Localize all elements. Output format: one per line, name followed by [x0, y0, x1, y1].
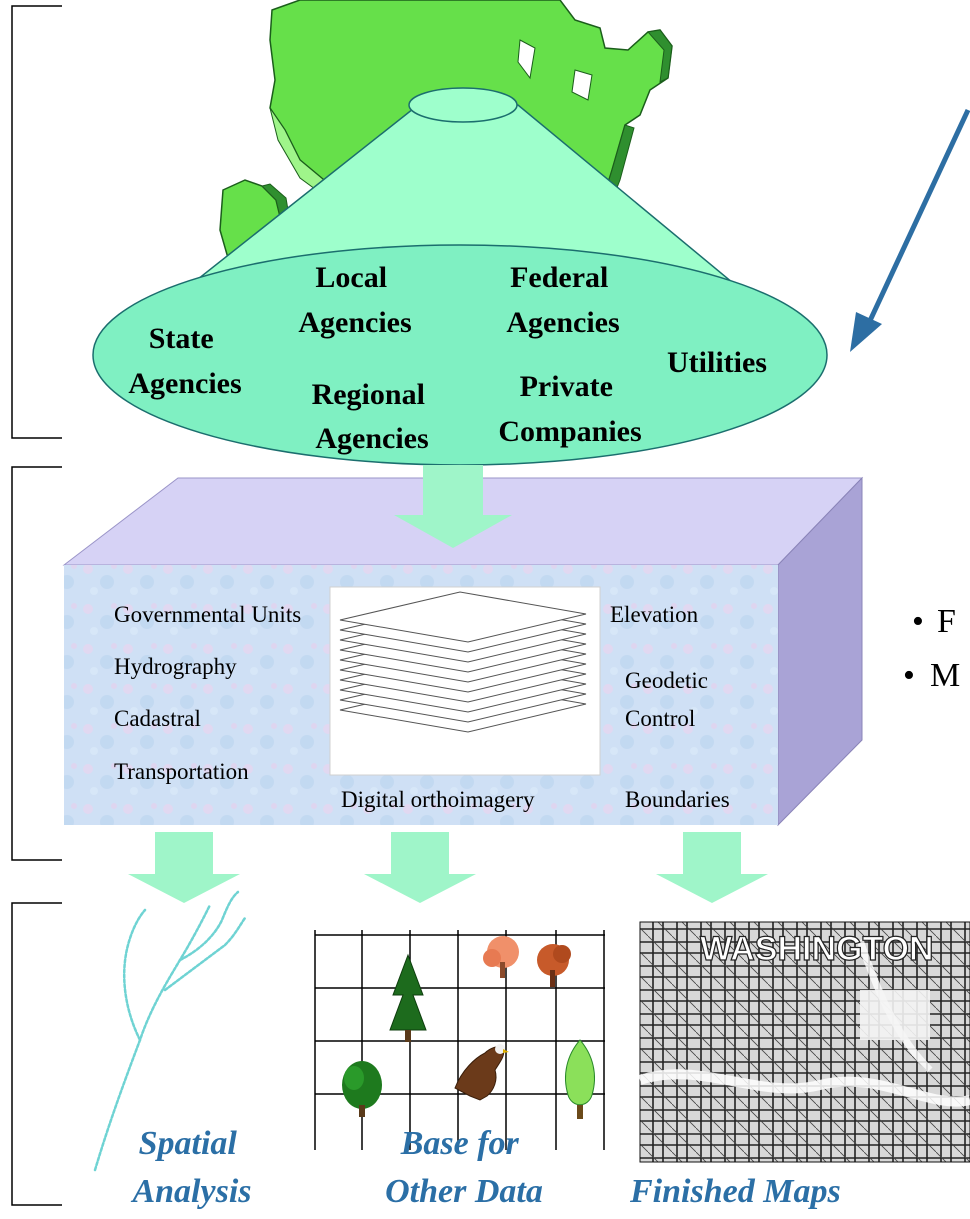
orthoimagery-layer — [339, 591, 587, 643]
left-bracket-middle — [11, 466, 62, 861]
rust-tree-icon — [537, 944, 571, 987]
stream-network-drawing — [93, 890, 247, 1172]
agency-state-label: State Agencies — [128, 322, 241, 400]
agency-utilities-label: Utilities — [667, 346, 767, 379]
agency-federal-label: Federal Agencies — [506, 261, 619, 339]
caption-spatial-analysis: Spatial Analysis — [130, 1125, 251, 1210]
flow-arrow-spatial-analysis — [128, 832, 240, 903]
agency-private-label: Private Companies — [498, 370, 641, 448]
theme-cadastral: Cadastral — [114, 706, 201, 731]
pointer-arrow — [850, 108, 970, 352]
agency-regional-label: Regional Agencies — [312, 378, 433, 455]
theme-digital-orthoimagery: Digital orthoimagery — [341, 787, 535, 812]
side-bullet-2: • M — [903, 657, 960, 694]
caption-finished-maps: Finished Maps — [629, 1173, 841, 1210]
map-washington-label: WASHINGTON — [700, 930, 934, 968]
left-bracket-top — [11, 5, 62, 439]
theme-transportation: Transportation — [114, 759, 249, 784]
light-green-tree-icon — [565, 1039, 595, 1119]
theme-governmental-units: Governmental Units — [114, 602, 301, 627]
left-bracket-bottom — [11, 902, 62, 1206]
flow-arrow-base-data — [364, 832, 476, 903]
focus-ellipse-small — [408, 87, 518, 123]
orthoimagery-stack — [329, 586, 601, 776]
flow-arrow-finished-maps — [656, 832, 768, 903]
broadleaf-tree-icon — [342, 1061, 382, 1117]
base-data-grid — [314, 930, 605, 1150]
agency-local-label: Local Agencies — [298, 261, 411, 339]
caption-base-for-other-data: Base for Other Data — [385, 1125, 543, 1210]
flow-arrow-into-box — [394, 465, 512, 548]
conifer-tree-icon — [389, 953, 427, 1042]
side-bullet-1: • F — [912, 603, 956, 640]
theme-boundaries: Boundaries — [625, 787, 730, 812]
orange-tree-icon — [483, 936, 519, 978]
theme-hydrography: Hydrography — [114, 654, 237, 679]
theme-geodetic-control: Geodetic Control — [625, 668, 714, 731]
theme-elevation: Elevation — [610, 602, 699, 627]
eagle-icon — [454, 1044, 509, 1101]
finished-map-image: WASHINGTON — [638, 921, 970, 1163]
